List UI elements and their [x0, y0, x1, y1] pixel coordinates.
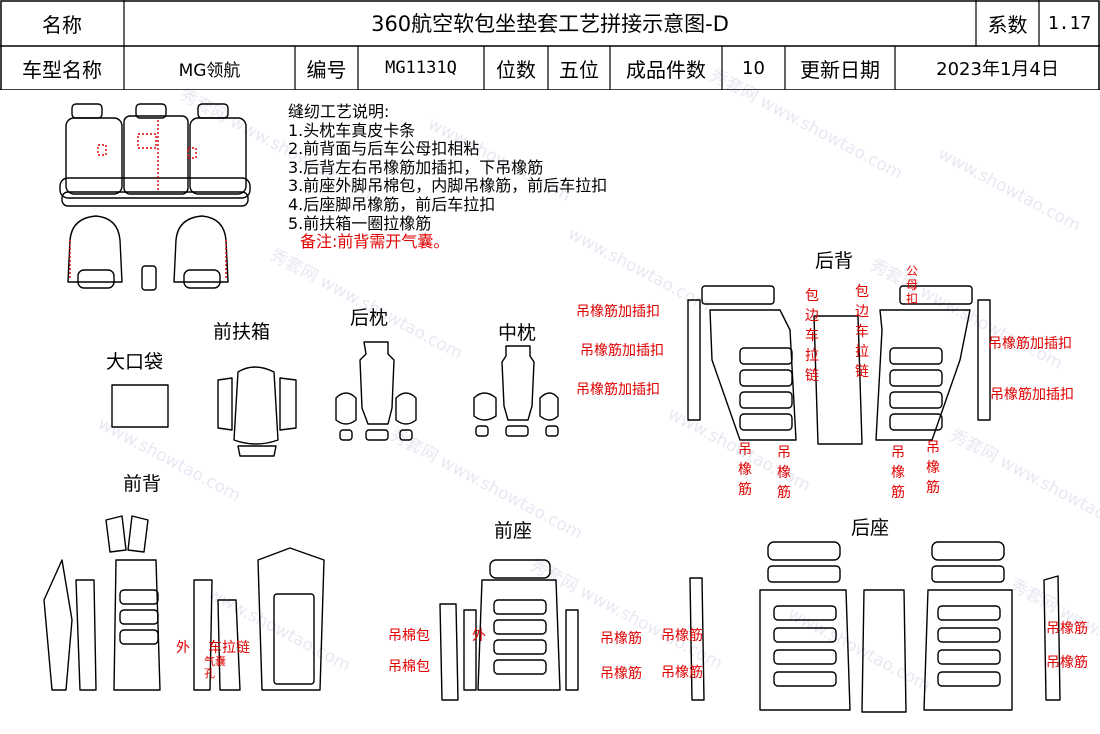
annotation-hang-elastic-clip: 吊橡筋加插扣 — [576, 382, 660, 398]
section-label-rear-headrest: 后枕 — [350, 307, 389, 329]
title-block-grid — [0, 0, 1100, 90]
note-item: 5.前扶箱一圈拉橡筋 — [288, 213, 432, 233]
annotation-edge-pull-chain: 包边车拉链 — [805, 288, 819, 384]
annotation-hang-elastic: 吊橡筋 — [600, 666, 642, 682]
annotation-outer: 外 — [472, 628, 486, 644]
notes-heading: 缝纫工艺说明: — [288, 102, 390, 121]
annotation-hang-elastic: 吊橡筋 — [738, 442, 752, 498]
annotation-outer: 外 — [176, 640, 190, 656]
annotation-hang-elastic: 吊橡筋 — [661, 628, 703, 644]
annotation-airbag-hole: 气囊孔 — [204, 655, 226, 680]
front-armrest-pattern — [217, 366, 297, 457]
section-label-middle-headrest: 中枕 — [498, 322, 537, 344]
annotation-hang-elastic-clip: 吊橡筋加插扣 — [580, 343, 664, 359]
annotation-hang-elastic: 吊橡筋 — [1046, 621, 1088, 637]
note-item: 1.头枕车真皮卡条 — [288, 120, 416, 140]
annotation-hang-elastic: 吊橡筋 — [1046, 655, 1088, 671]
coefficient-value: 1.17 — [1047, 12, 1092, 34]
section-label-front-armrest: 前扶箱 — [213, 321, 271, 343]
annotation-hang-elastic: 吊橡筋 — [777, 445, 791, 501]
annotation-hang-elastic-clip: 吊橡筋加插扣 — [990, 387, 1074, 403]
section-label-rear-seat: 后座 — [851, 517, 890, 539]
model-value: MG领航 — [178, 60, 241, 81]
date-label: 更新日期 — [800, 57, 880, 82]
section-label-big-pocket: 大口袋 — [106, 351, 164, 373]
section-label-rear-back: 后背 — [815, 250, 854, 272]
date-value: 2023年1月4日 — [936, 59, 1059, 80]
annotation-hang-elastic: 吊橡筋 — [891, 445, 905, 501]
annotation-hang-elastic: 吊橡筋 — [926, 440, 940, 496]
model-label: 车型名称 — [22, 57, 102, 82]
front-seat-pattern — [439, 559, 579, 701]
annotation-hang-cotton: 吊棉包 — [388, 659, 430, 675]
annotation-hang-elastic: 吊橡筋 — [600, 631, 642, 647]
big-pocket-pattern — [111, 384, 169, 428]
pieces-value: 10 — [742, 57, 765, 79]
pieces-label: 成品件数 — [626, 57, 706, 82]
section-label-front-seat: 前座 — [494, 520, 533, 542]
note-item: 3.前座外脚吊棉包，内脚吊橡筋，前后车拉扣 — [288, 176, 608, 196]
sewing-notes: 缝纫工艺说明: 1.头枕车真皮卡条 2.前背面与后车公母扣相粘 3.后背左右吊橡… — [288, 102, 608, 252]
annotation-male-female-clip: 公母扣 — [905, 264, 918, 306]
note-item: 2.前背面与后车公母扣相粘 — [288, 139, 480, 159]
annotation-hang-cotton: 吊棉包 — [388, 628, 430, 644]
annotation-hang-elastic: 吊橡筋 — [661, 665, 703, 681]
annotation-hang-elastic-clip: 吊橡筋加插扣 — [576, 304, 660, 320]
seats-value: 五位 — [559, 57, 599, 82]
annotation-edge-pull-chain: 包边车拉链 — [855, 284, 869, 380]
note-item: 3.后背左右吊橡筋加插扣，下吊橡筋 — [288, 157, 544, 177]
coefficient-label: 系数 — [987, 12, 1028, 37]
code-label: 编号 — [306, 57, 347, 82]
rear-seat-pattern — [689, 541, 1061, 713]
page-title: 360航空软包坐垫套工艺拼接示意图-D — [371, 12, 729, 36]
rear-bench-preview — [59, 103, 251, 207]
name-label: 名称 — [42, 12, 82, 37]
middle-headrest-pattern — [473, 345, 559, 437]
front-back-pattern — [43, 515, 325, 691]
rear-back-pattern — [687, 285, 991, 445]
section-label-front-back: 前背 — [123, 473, 162, 495]
front-seats-preview — [67, 215, 229, 291]
seats-label: 位数 — [496, 57, 536, 82]
code-value: MG1131Q — [385, 58, 457, 78]
note-item: 4.后座脚吊橡筋，前后车拉扣 — [288, 194, 496, 214]
notes-remark: 备注:前背需开气囊。 — [300, 232, 450, 252]
annotation-hang-elastic-clip: 吊橡筋加插扣 — [988, 336, 1072, 352]
rear-headrest-pattern — [335, 341, 417, 441]
annotation-pull-chain: 车拉链 — [208, 640, 250, 656]
